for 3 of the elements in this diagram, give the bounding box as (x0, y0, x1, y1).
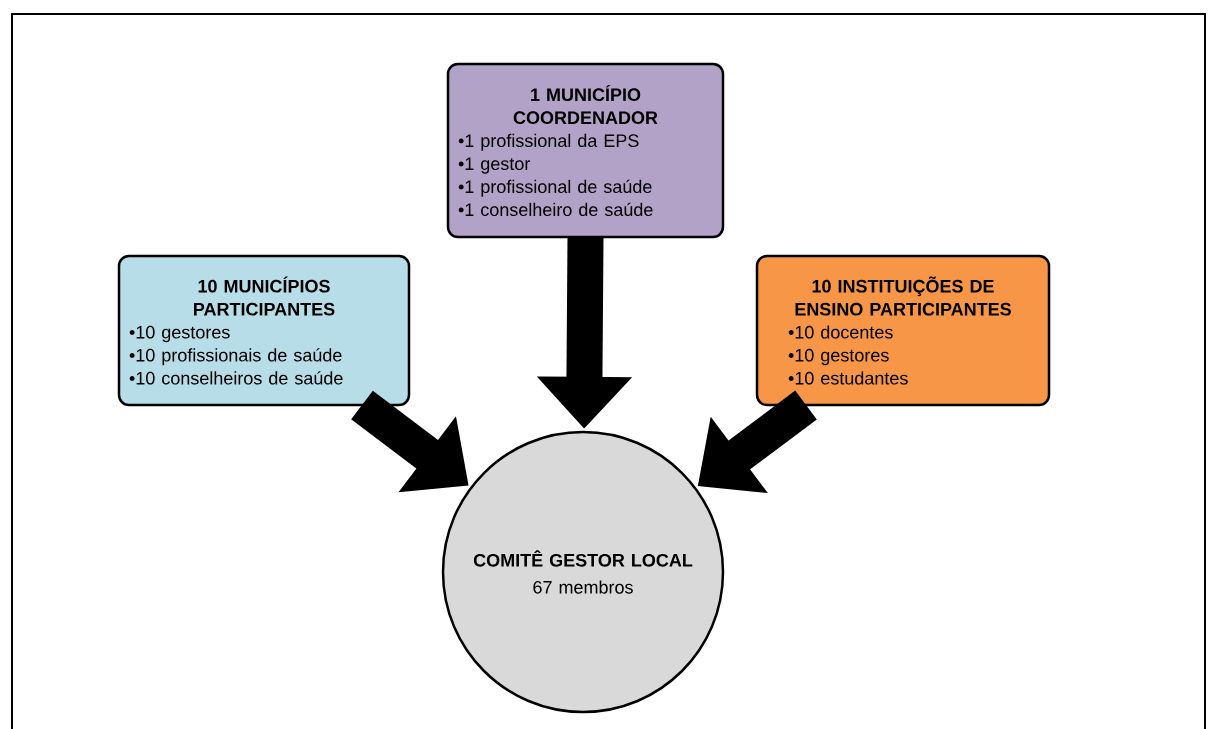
info-box: 10 MUNICÍPIOS PARTICIPANTES •10 gestores •10 profissionais de saúde •10 conselheiros de saúde (117, 254, 411, 407)
info-box: 1 MUNICÍPIO COORDENADOR •1 profissional da EPS •1 gestor •1 profissional de saúde •1 conselheiro de saúde (446, 62, 725, 239)
info-box: 10 INSTITUIÇÕES DE ENSINO PARTICIPANTES •10 docentes •10 gestores •10 estudantes (755, 254, 1051, 407)
